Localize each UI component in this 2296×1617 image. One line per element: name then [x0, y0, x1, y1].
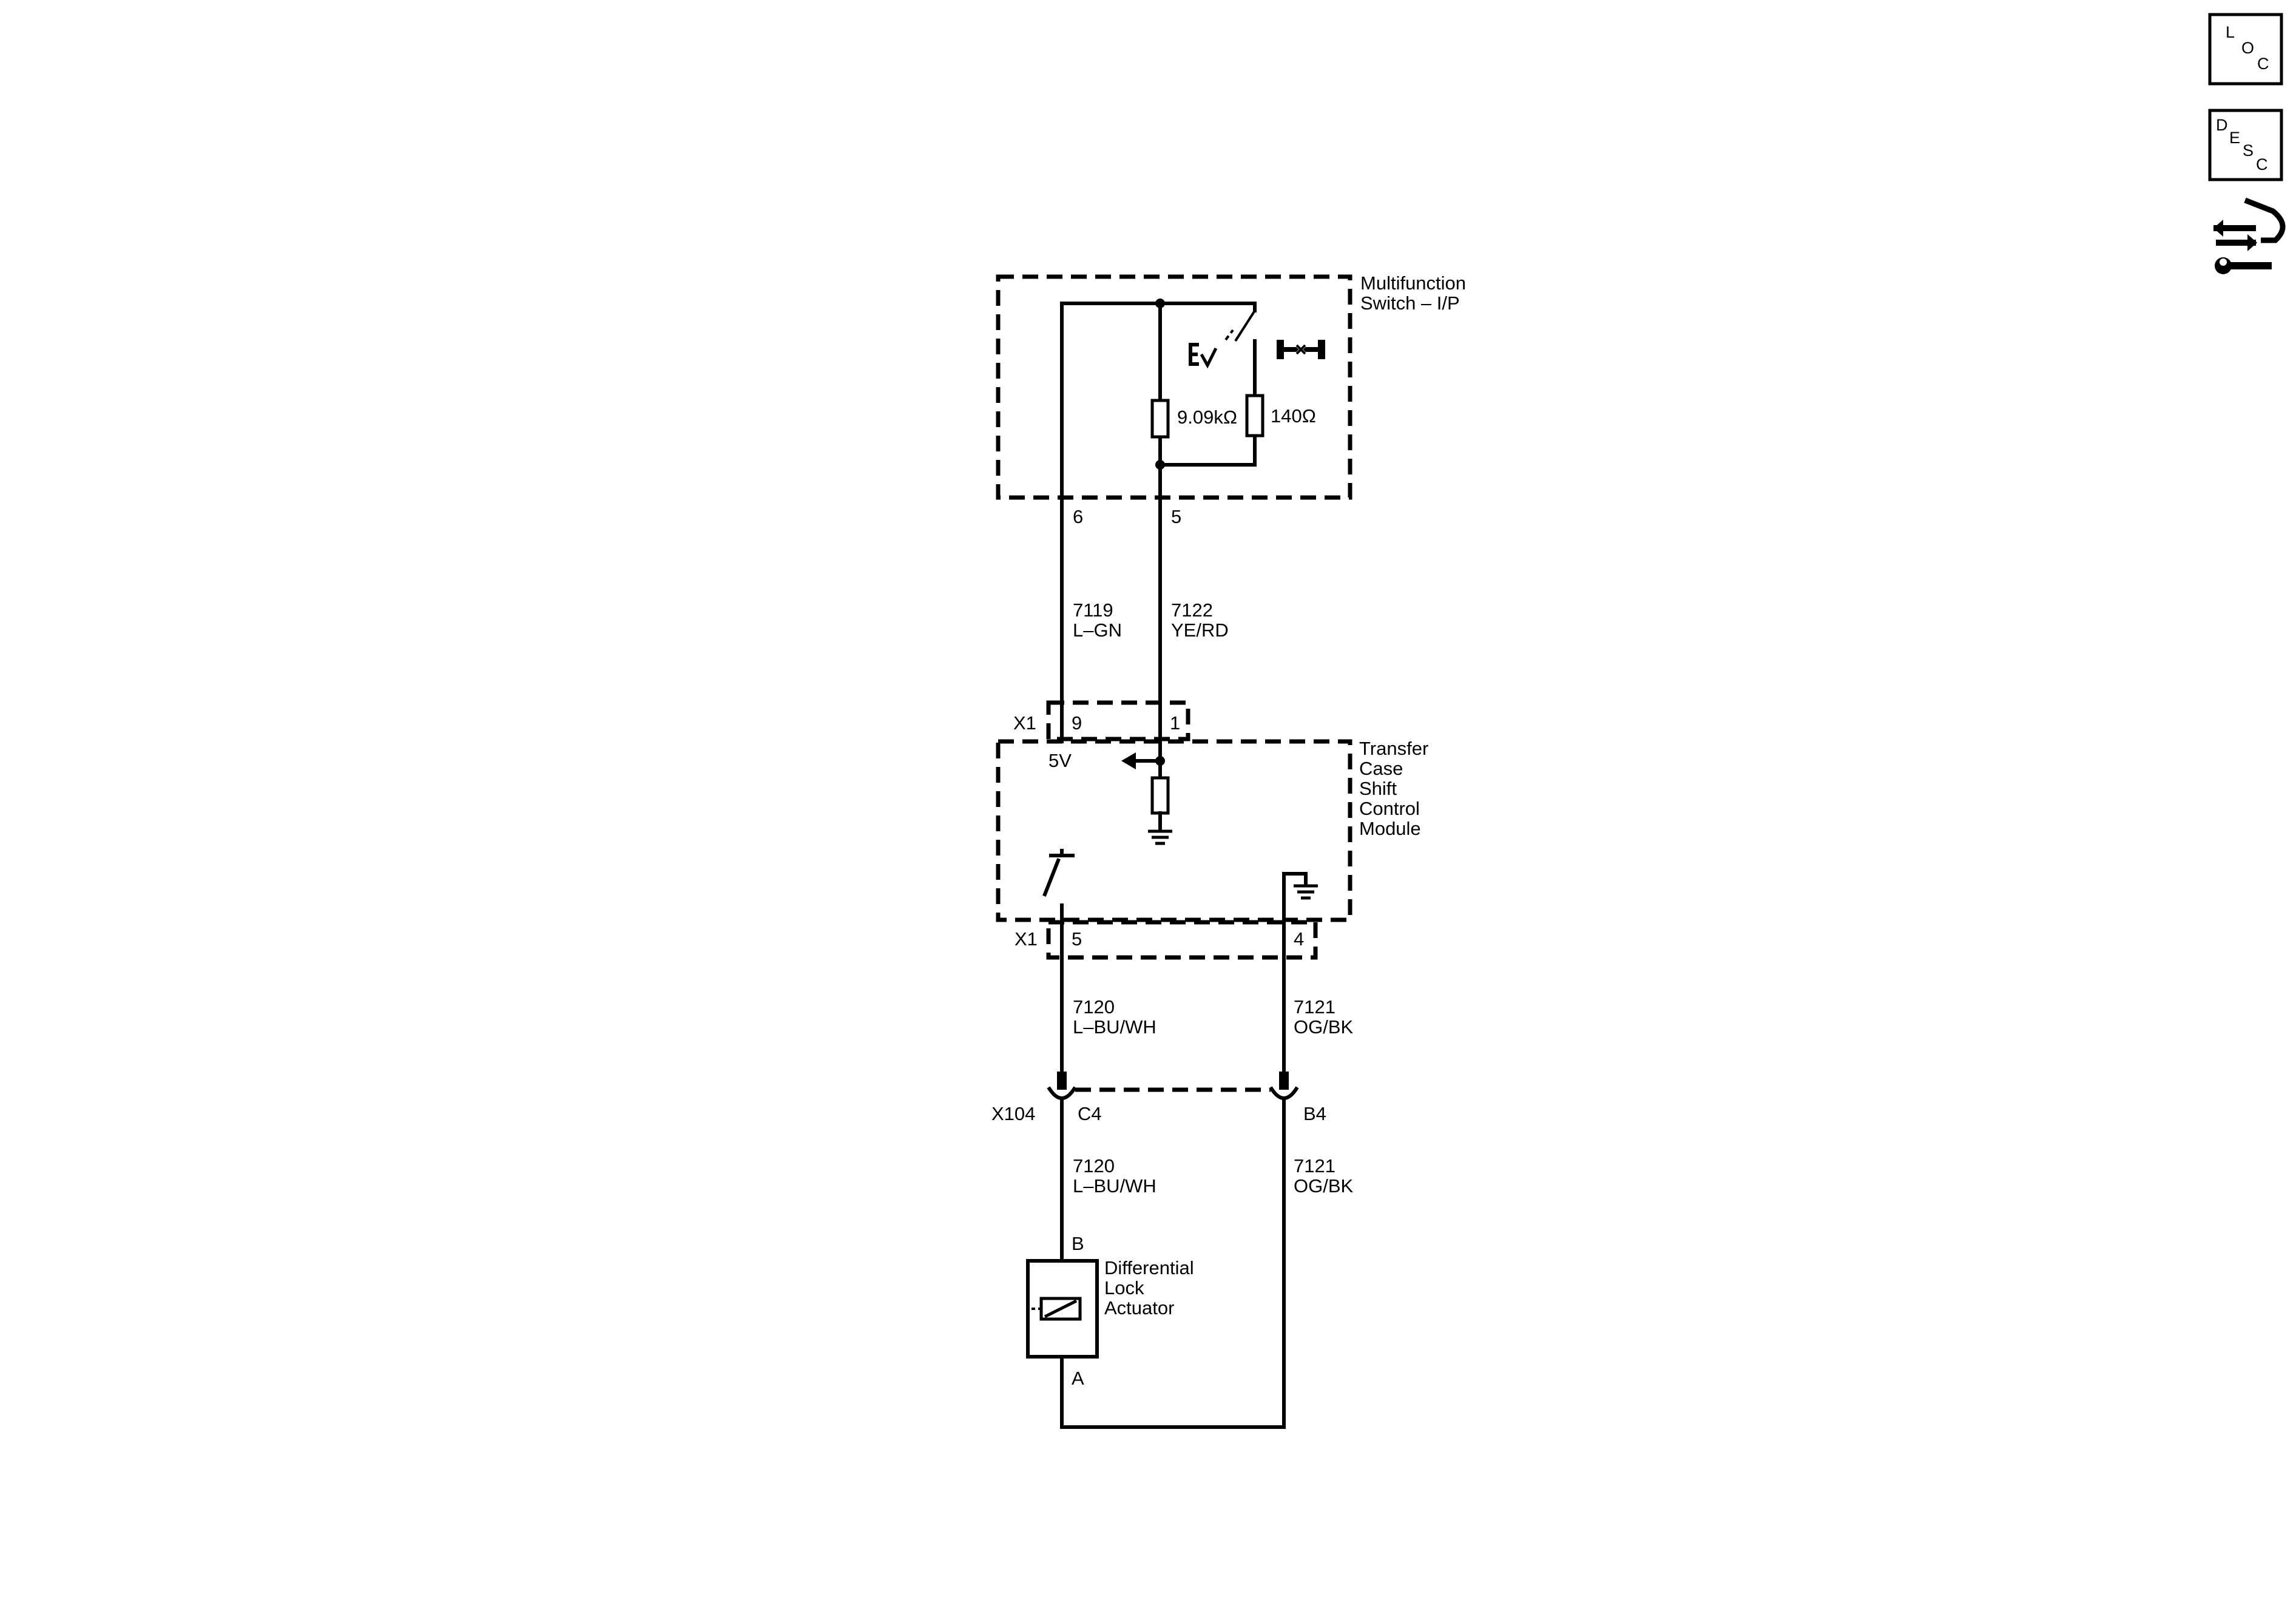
connector-end-view-icon[interactable]	[2213, 197, 2286, 274]
actuator-label: Lock	[1104, 1277, 1144, 1298]
desc-letter-d: D	[2216, 116, 2228, 134]
desc-letter-s: S	[2243, 141, 2254, 160]
circuit-number: 7120	[1073, 996, 1115, 1018]
actuator-label: Actuator	[1104, 1297, 1174, 1318]
wire-color: L–GN	[1073, 619, 1122, 641]
splice-dot	[1155, 460, 1165, 470]
multifunction-switch-label-2: Switch – I/P	[1360, 292, 1460, 314]
switch-link	[1224, 329, 1234, 341]
wire-color: YE/RD	[1171, 619, 1229, 641]
pin-label: 9	[1072, 712, 1082, 734]
pin-label: A	[1072, 1368, 1084, 1389]
loc-letter-o: O	[2241, 39, 2254, 57]
pin-label: 6	[1073, 506, 1083, 527]
multifunction-switch-outline	[996, 274, 1352, 500]
ground-icon	[1148, 829, 1172, 845]
wire-color: OG/BK	[1294, 1016, 1354, 1038]
resistor-9k09	[1150, 399, 1170, 439]
ground-icon	[1294, 884, 1318, 900]
resistor-140	[1245, 394, 1264, 437]
desc-letter-c: C	[2256, 155, 2268, 174]
tcscm-connector-x1-bottom	[1046, 920, 1318, 960]
circuit-number: 7119	[1073, 599, 1113, 621]
tcscm-label: Module	[1359, 818, 1421, 839]
pin-label: B4	[1303, 1103, 1326, 1124]
loc-letter-l: L	[2226, 23, 2235, 41]
pin-label: 1	[1170, 712, 1180, 734]
circuit-number: 7120	[1073, 1155, 1115, 1176]
circuit-number: 7121	[1294, 996, 1335, 1018]
resistor-value-9k09: 9.09kΩ	[1177, 407, 1237, 428]
tcscm-connector-x1-top	[1046, 700, 1190, 741]
resistor-value-140: 140Ω	[1271, 405, 1316, 427]
actuator-label: Differential	[1104, 1257, 1194, 1278]
tcscm-label: Shift	[1359, 778, 1397, 799]
tcscm-label: Case	[1359, 758, 1403, 779]
circuit-number: 7122	[1171, 599, 1213, 621]
driver-switch-blade	[1042, 858, 1061, 897]
pin-label: C4	[1078, 1103, 1102, 1124]
desc-letter-e: E	[2229, 129, 2240, 147]
pin-label: 5	[1072, 928, 1082, 950]
pulldown-resistor	[1150, 776, 1170, 815]
circuit-number: 7121	[1294, 1155, 1335, 1176]
desc-button[interactable]: D E S C	[2208, 109, 2283, 181]
inline-connector-x104	[1047, 1072, 1299, 1100]
electronic-locker-icon	[1189, 343, 1218, 369]
splice-dot	[1155, 299, 1165, 308]
multifunction-switch-label: Multifunction	[1360, 272, 1466, 294]
pin-label: 4	[1294, 928, 1304, 950]
wire-color: L–BU/WH	[1073, 1175, 1156, 1197]
actuator-coil-diagonal	[1044, 1299, 1078, 1318]
axle-lock-icon	[1277, 340, 1325, 359]
loc-button[interactable]: L O C	[2208, 13, 2283, 86]
internal-ground-wire	[1282, 872, 1308, 922]
pin-label: 5	[1171, 506, 1181, 527]
pin-label: B	[1072, 1233, 1084, 1254]
connector-label: X1	[1013, 712, 1036, 734]
input-arrow-icon	[1121, 752, 1136, 769]
wire-color: L–BU/WH	[1073, 1016, 1156, 1038]
reference-voltage-label: 5V	[1048, 750, 1072, 771]
tcscm-label: Control	[1359, 798, 1420, 819]
tcscm-label: Transfer	[1359, 738, 1428, 759]
actuator-return-wire	[1060, 1355, 1286, 1429]
loc-letter-c: C	[2257, 55, 2269, 73]
tcscm-outline	[996, 739, 1352, 922]
wire-color: OG/BK	[1294, 1175, 1354, 1197]
switch-contact	[1234, 309, 1256, 342]
connector-label: X1	[1015, 928, 1038, 950]
connector-label: X104	[991, 1103, 1035, 1124]
